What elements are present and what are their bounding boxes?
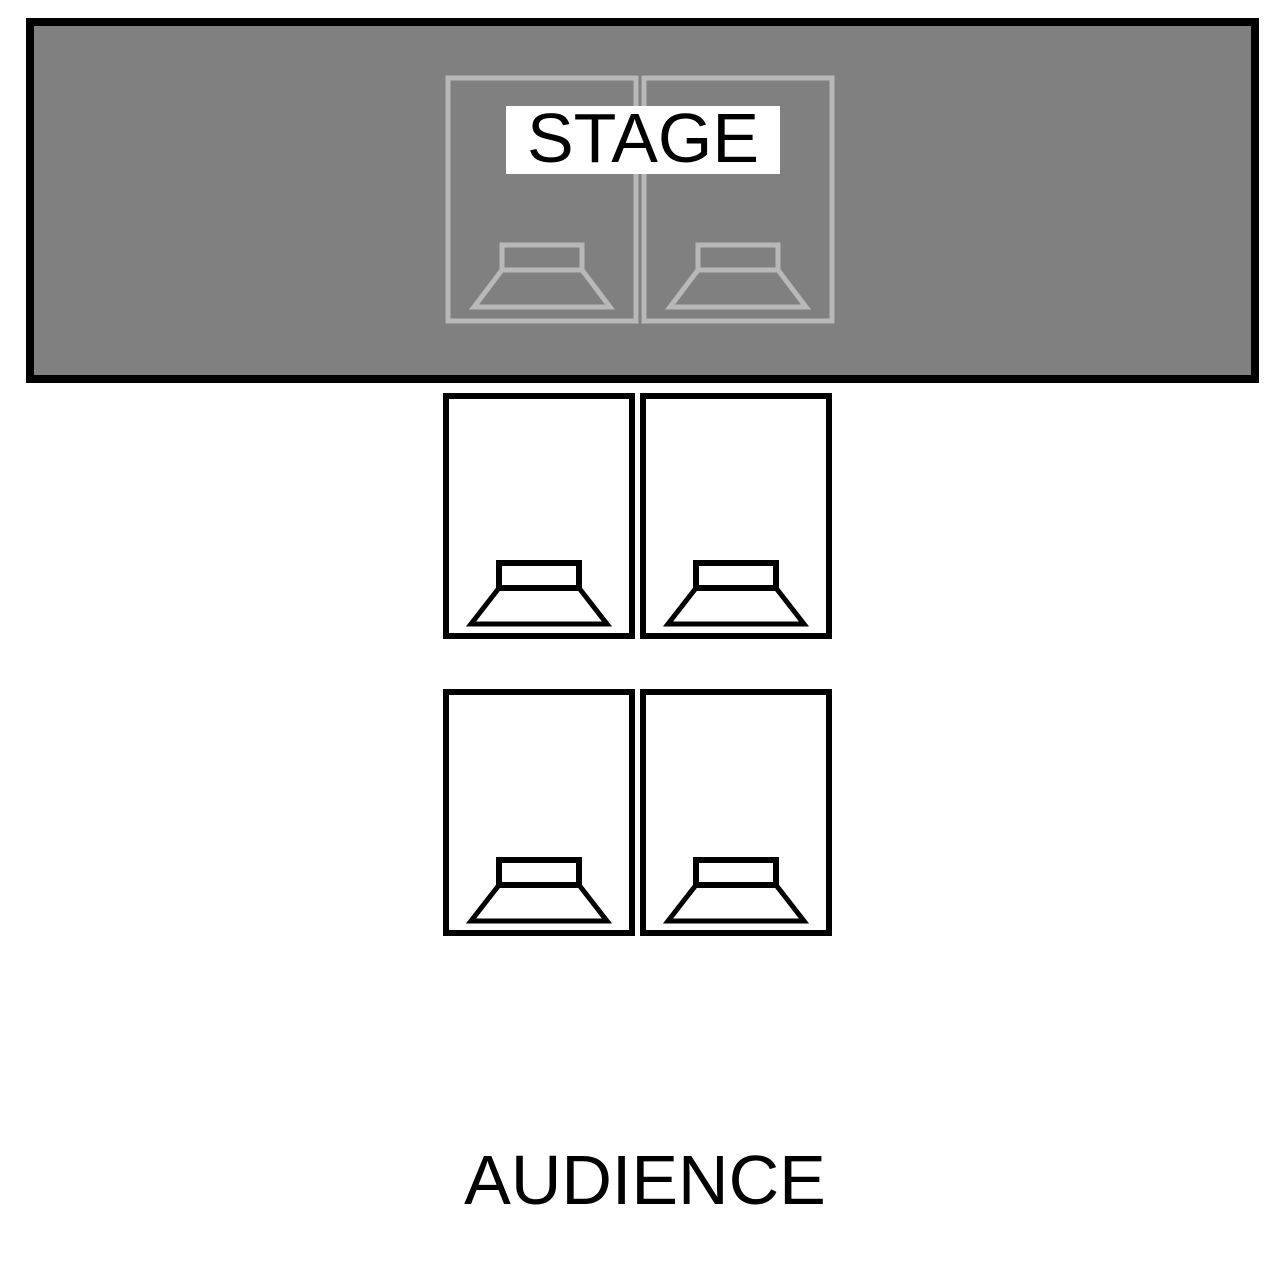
stage-label: STAGE — [506, 99, 780, 177]
onstage-speaker-right — [641, 75, 835, 324]
floor-speaker-back-left — [443, 689, 635, 936]
stage-label-text: STAGE — [527, 99, 759, 177]
onstage-speaker-left — [445, 75, 639, 324]
floor-speaker-front-right — [640, 393, 832, 639]
audience-label: AUDIENCE — [464, 1141, 826, 1219]
floor-speaker-back-right — [640, 689, 832, 936]
stage-label-background — [506, 106, 780, 174]
floor-speaker-front-left — [443, 393, 635, 639]
